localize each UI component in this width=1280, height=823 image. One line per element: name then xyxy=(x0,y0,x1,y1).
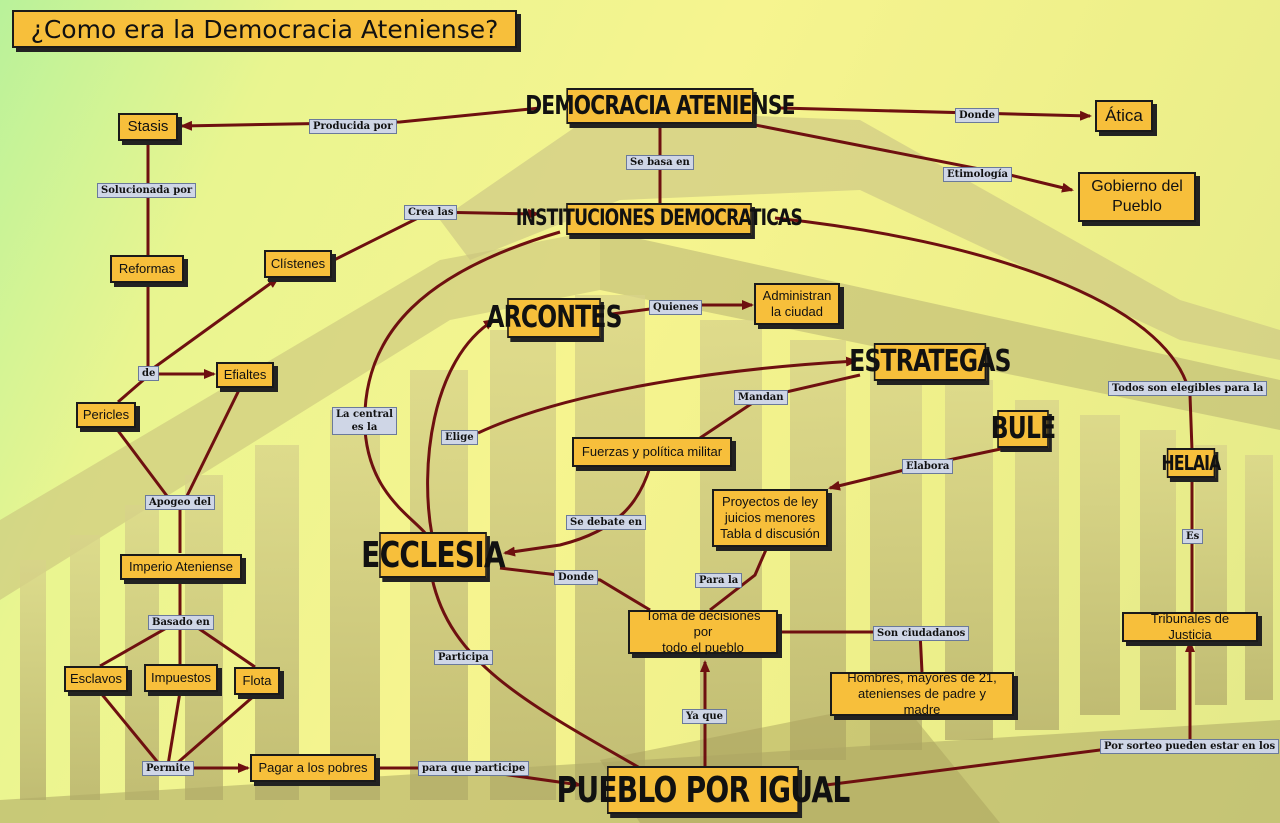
link-label-participa: Participa xyxy=(434,650,493,665)
node-estrategas: ESTRATEGAS xyxy=(849,343,1011,381)
node-tribunales-de-justicia: Tribunales de Justicia xyxy=(1122,610,1258,642)
link-label-apogeo-del: Apogeo del xyxy=(145,495,216,510)
node-label: Tribunales de Justicia xyxy=(1150,610,1230,642)
node-gobierno-del-pueblo: Gobierno del Pueblo xyxy=(1078,172,1196,222)
node-label: Flota xyxy=(242,672,272,688)
node-clistenes: Clístenes xyxy=(264,250,332,278)
node-label-line-3: Tabla d discusión xyxy=(720,526,820,542)
node-reformas: Reformas xyxy=(110,255,184,283)
node-label-line-2: atenienses de padre y madre xyxy=(858,685,986,718)
node-label: Imperio Ateniense xyxy=(128,558,234,574)
node-label-line-2: juicios menores xyxy=(724,509,816,525)
link-label-todos-elegibles: Todos son elegibles para la xyxy=(1108,381,1268,396)
node-label-line-1: Administran xyxy=(762,287,832,303)
node-democracia-ateniense: DEMOCRACIA ATENIENSE xyxy=(525,88,796,124)
link-label-la-central-es-la: La central es la xyxy=(332,407,397,435)
link-label-es: Es xyxy=(1182,529,1204,544)
link-label-crea-las: Crea las xyxy=(404,205,458,220)
link-label-etimologia: Etimología xyxy=(943,167,1013,182)
link-label-basado-en: Basado en xyxy=(148,615,214,630)
link-label-ya-que: Ya que xyxy=(682,709,727,724)
link-label-producida-por: Producida por xyxy=(309,119,397,134)
node-arcontes: ARCONTES xyxy=(486,298,622,338)
node-imperio-ateniense: Imperio Ateniense xyxy=(120,554,242,580)
node-flota: Flota xyxy=(234,667,280,695)
node-label: Impuestos xyxy=(151,669,211,685)
node-label: Ática xyxy=(1105,106,1143,126)
node-toma-de-decisiones: Toma de decisiones por todo el pueblo xyxy=(628,607,778,656)
node-label-line-1: Toma de decisiones por xyxy=(645,607,761,639)
node-atica: Ática xyxy=(1095,100,1153,132)
node-label: Pagar a los pobres xyxy=(258,759,368,775)
link-label-para-la: Para la xyxy=(695,573,743,588)
node-label: ECCLESIA xyxy=(361,534,505,576)
link-label-por-sorteo: Por sorteo pueden estar en los xyxy=(1100,739,1280,754)
node-label-line-1: Proyectos de ley xyxy=(721,493,819,509)
link-label-quienes: Quienes xyxy=(649,300,703,315)
page-title: ¿Como era la Democracia Ateniense? xyxy=(12,10,517,48)
node-impuestos: Impuestos xyxy=(144,664,218,692)
node-label-line-1: Hombres, mayores de 21, xyxy=(847,669,997,685)
node-administran-la-ciudad: Administran la ciudad xyxy=(754,283,840,325)
link-label-solucionada-por: Solucionada por xyxy=(97,183,197,198)
node-pueblo-por-igual: PUEBLO POR IGUAL xyxy=(557,766,850,814)
node-label: Pericles xyxy=(82,406,130,422)
node-label: ARCONTES xyxy=(486,300,622,336)
node-label: INSTITUCIONES DEMOCRATICAS xyxy=(515,206,803,232)
node-label: Fuerzas y política militar xyxy=(581,443,723,459)
node-label: Efialtes xyxy=(223,366,267,382)
link-label-mandan: Mandan xyxy=(734,390,788,405)
link-label-se-basa-en: Se basa en xyxy=(626,155,694,170)
node-hombres-mayores-21: Hombres, mayores de 21, atenienses de pa… xyxy=(830,669,1014,718)
link-label-son-ciudadanos: Son ciudadanos xyxy=(873,626,970,641)
node-fuerzas-politica-militar: Fuerzas y política militar xyxy=(572,437,732,467)
node-esclavos: Esclavos xyxy=(64,666,128,692)
node-stasis: Stasis xyxy=(118,113,178,141)
node-ecclesia: ECCLESIA xyxy=(361,532,506,578)
link-label-line-2: es la xyxy=(351,422,378,433)
node-efialtes: Efialtes xyxy=(216,362,274,388)
node-pagar-a-los-pobres: Pagar a los pobres xyxy=(250,754,376,782)
link-label-donde-2: Donde xyxy=(554,570,598,585)
node-label-line-1: Gobierno del xyxy=(1091,178,1183,195)
node-pericles: Pericles xyxy=(76,402,136,428)
link-label-de: de xyxy=(138,366,160,381)
node-label: Reformas xyxy=(118,260,176,276)
node-label-line-2: Pueblo xyxy=(1112,198,1162,215)
link-label-donde: Donde xyxy=(955,108,999,123)
node-label: DEMOCRACIA ATENIENSE xyxy=(525,90,795,121)
node-label: PUEBLO POR IGUAL xyxy=(556,769,851,811)
node-label: Stasis xyxy=(127,117,169,135)
node-label: Clístenes xyxy=(270,255,326,271)
node-helaia: HELAIA xyxy=(1162,448,1221,478)
node-label: ESTRATEGAS xyxy=(849,344,1011,380)
link-label-line-1: La central xyxy=(336,409,393,420)
node-label: Esclavos xyxy=(69,670,123,686)
node-label: BULE xyxy=(990,411,1056,447)
node-label-line-2: la ciudad xyxy=(770,304,824,319)
link-label-se-debate-en: Se debate en xyxy=(566,515,646,530)
node-bule: BULE xyxy=(991,410,1056,448)
link-label-elige: Elige xyxy=(441,430,478,445)
node-proyectos-de-ley: Proyectos de ley juicios menores Tabla d… xyxy=(712,489,828,547)
node-label-line-2: todo el pueblo xyxy=(662,640,744,656)
link-label-elabora: Elabora xyxy=(902,459,954,474)
node-label: HELAIA xyxy=(1161,450,1222,475)
link-label-para-que-participe: para que participe xyxy=(418,761,530,776)
node-instituciones-democraticas: INSTITUCIONES DEMOCRATICAS xyxy=(516,203,803,235)
link-label-permite: Permite xyxy=(142,761,195,776)
